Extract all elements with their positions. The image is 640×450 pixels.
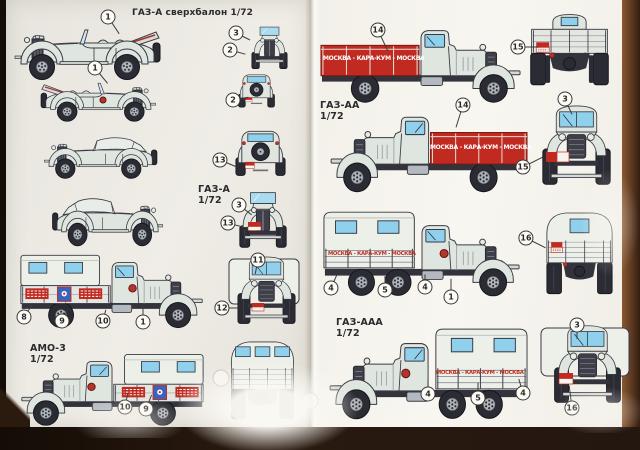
section-name: ГАЗ-ААА <box>336 317 383 328</box>
callout-badge-1: 1 <box>443 289 459 305</box>
gaz-a-side-view-3 <box>44 138 157 179</box>
callout-badge-8: 8 <box>16 309 32 325</box>
callout-badge-15: 15 <box>510 39 526 55</box>
gaz-a-side-view-1 <box>15 30 160 80</box>
section-name: ГАЗ-А <box>198 184 230 195</box>
decal-slogan-gaz-aa-1: МОСКВА - КАРА-КУМ - МОСКВА <box>323 55 425 62</box>
amo-3-side-view-1 <box>21 255 202 327</box>
gaz-a-side-view-2 <box>41 83 156 121</box>
callout-badge-10: 10 <box>95 313 111 329</box>
section-title-gaz-aa: ГАЗ-АА 1/72 <box>320 100 359 122</box>
callout-badge-5: 5 <box>470 390 486 406</box>
gaz-aa-side-view-2 <box>331 117 527 191</box>
callout-badge-14: 14 <box>370 22 386 38</box>
license-plate <box>247 226 262 231</box>
gaz-a-front-view-1 <box>251 26 288 70</box>
callout-badge-4: 4 <box>417 279 433 295</box>
decal-slogan-gaz-aaa-1: МОСКВА - КАРА-КУМ - МОСКВА <box>328 251 416 257</box>
callout-badge-13: 13 <box>212 152 228 168</box>
section-name: ГАЗ-АА <box>320 100 360 111</box>
washed-callout-badge <box>301 392 319 410</box>
callout-badge-9: 9 <box>138 401 154 417</box>
section-scale: 1/72 <box>198 195 222 206</box>
decal-slogan-gaz-aa-2: МОСКВА - КАРА-КУМ - МОСКВА <box>430 144 532 151</box>
section-title-gaz-a-sverhballon: ГАЗ-А сверхбалон 1/72 <box>132 8 253 18</box>
callout-badge-4: 4 <box>515 385 531 401</box>
callout-badge-3: 3 <box>228 25 244 41</box>
callout-badge-2: 2 <box>225 92 241 108</box>
section-scale: 1/72 <box>336 328 360 339</box>
section-title-amo-3: АМО-3 1/72 <box>30 343 66 365</box>
table-corner <box>0 379 30 427</box>
gaz-aa-rear-view <box>529 13 610 87</box>
door-emblem <box>99 96 107 104</box>
callout-badge-11: 11 <box>250 252 266 268</box>
callout-badge-3: 3 <box>231 197 247 213</box>
callout-badge-4: 4 <box>420 386 436 402</box>
washed-callout-badge <box>212 369 230 387</box>
gaz-a-rear-view-1 <box>237 74 276 108</box>
callout-badge-5: 5 <box>377 282 393 298</box>
gaz-a-rear-view-2 <box>234 130 287 177</box>
license-plate <box>546 152 557 162</box>
callout-badge-2: 2 <box>222 42 238 58</box>
gaz-a-side-view-4 <box>53 199 163 246</box>
callout-badge-3: 3 <box>557 91 573 107</box>
van-box-rear-view-left-page <box>231 341 294 420</box>
callout-badge-16: 16 <box>518 230 534 246</box>
license-plate <box>248 222 261 227</box>
page-seam <box>305 0 320 427</box>
license-plate <box>556 151 570 163</box>
vehicle-artwork-layer <box>0 13 630 427</box>
license-plate <box>252 303 264 307</box>
callout-badge-1: 1 <box>135 314 151 330</box>
callout-badge-4: 4 <box>323 280 339 296</box>
amo-3-side-view-2 <box>22 355 203 426</box>
callout-badge-10: 10 <box>117 399 133 415</box>
gaz-a-front-view-2 <box>239 192 287 248</box>
section-title-gaz-aaa: ГАЗ-ААА 1/72 <box>336 317 383 339</box>
license-plate <box>558 378 574 385</box>
callout-badge-3: 3 <box>569 317 585 333</box>
table-edge <box>622 0 640 427</box>
section-title-gaz-a: ГАЗ-А 1/72 <box>198 184 230 206</box>
callout-badge-13: 13 <box>220 215 236 231</box>
van-box-rear-view-right-page <box>546 212 613 295</box>
callout-badge-1: 1 <box>100 9 116 25</box>
section-scale: 1/72 <box>320 111 344 122</box>
decal-slogan-gaz-aaa-2: МОСКВА - КАРА-КУМ - МОСКВА <box>436 370 524 376</box>
gaz-aa-side-view-1 <box>321 31 520 103</box>
gaz-aa-front-view <box>542 105 611 185</box>
callout-badge-1: 1 <box>87 60 103 76</box>
license-plate <box>251 306 265 312</box>
callout-badge-16: 16 <box>564 400 580 416</box>
license-plate <box>559 373 573 379</box>
callout-badge-9: 9 <box>54 313 70 329</box>
section-scale: 1/72 <box>30 354 54 365</box>
callout-badge-14: 14 <box>455 97 471 113</box>
section-name: АМО-3 <box>30 343 66 354</box>
callout-badge-12: 12 <box>214 300 230 316</box>
callout-badge-15: 15 <box>515 159 531 175</box>
